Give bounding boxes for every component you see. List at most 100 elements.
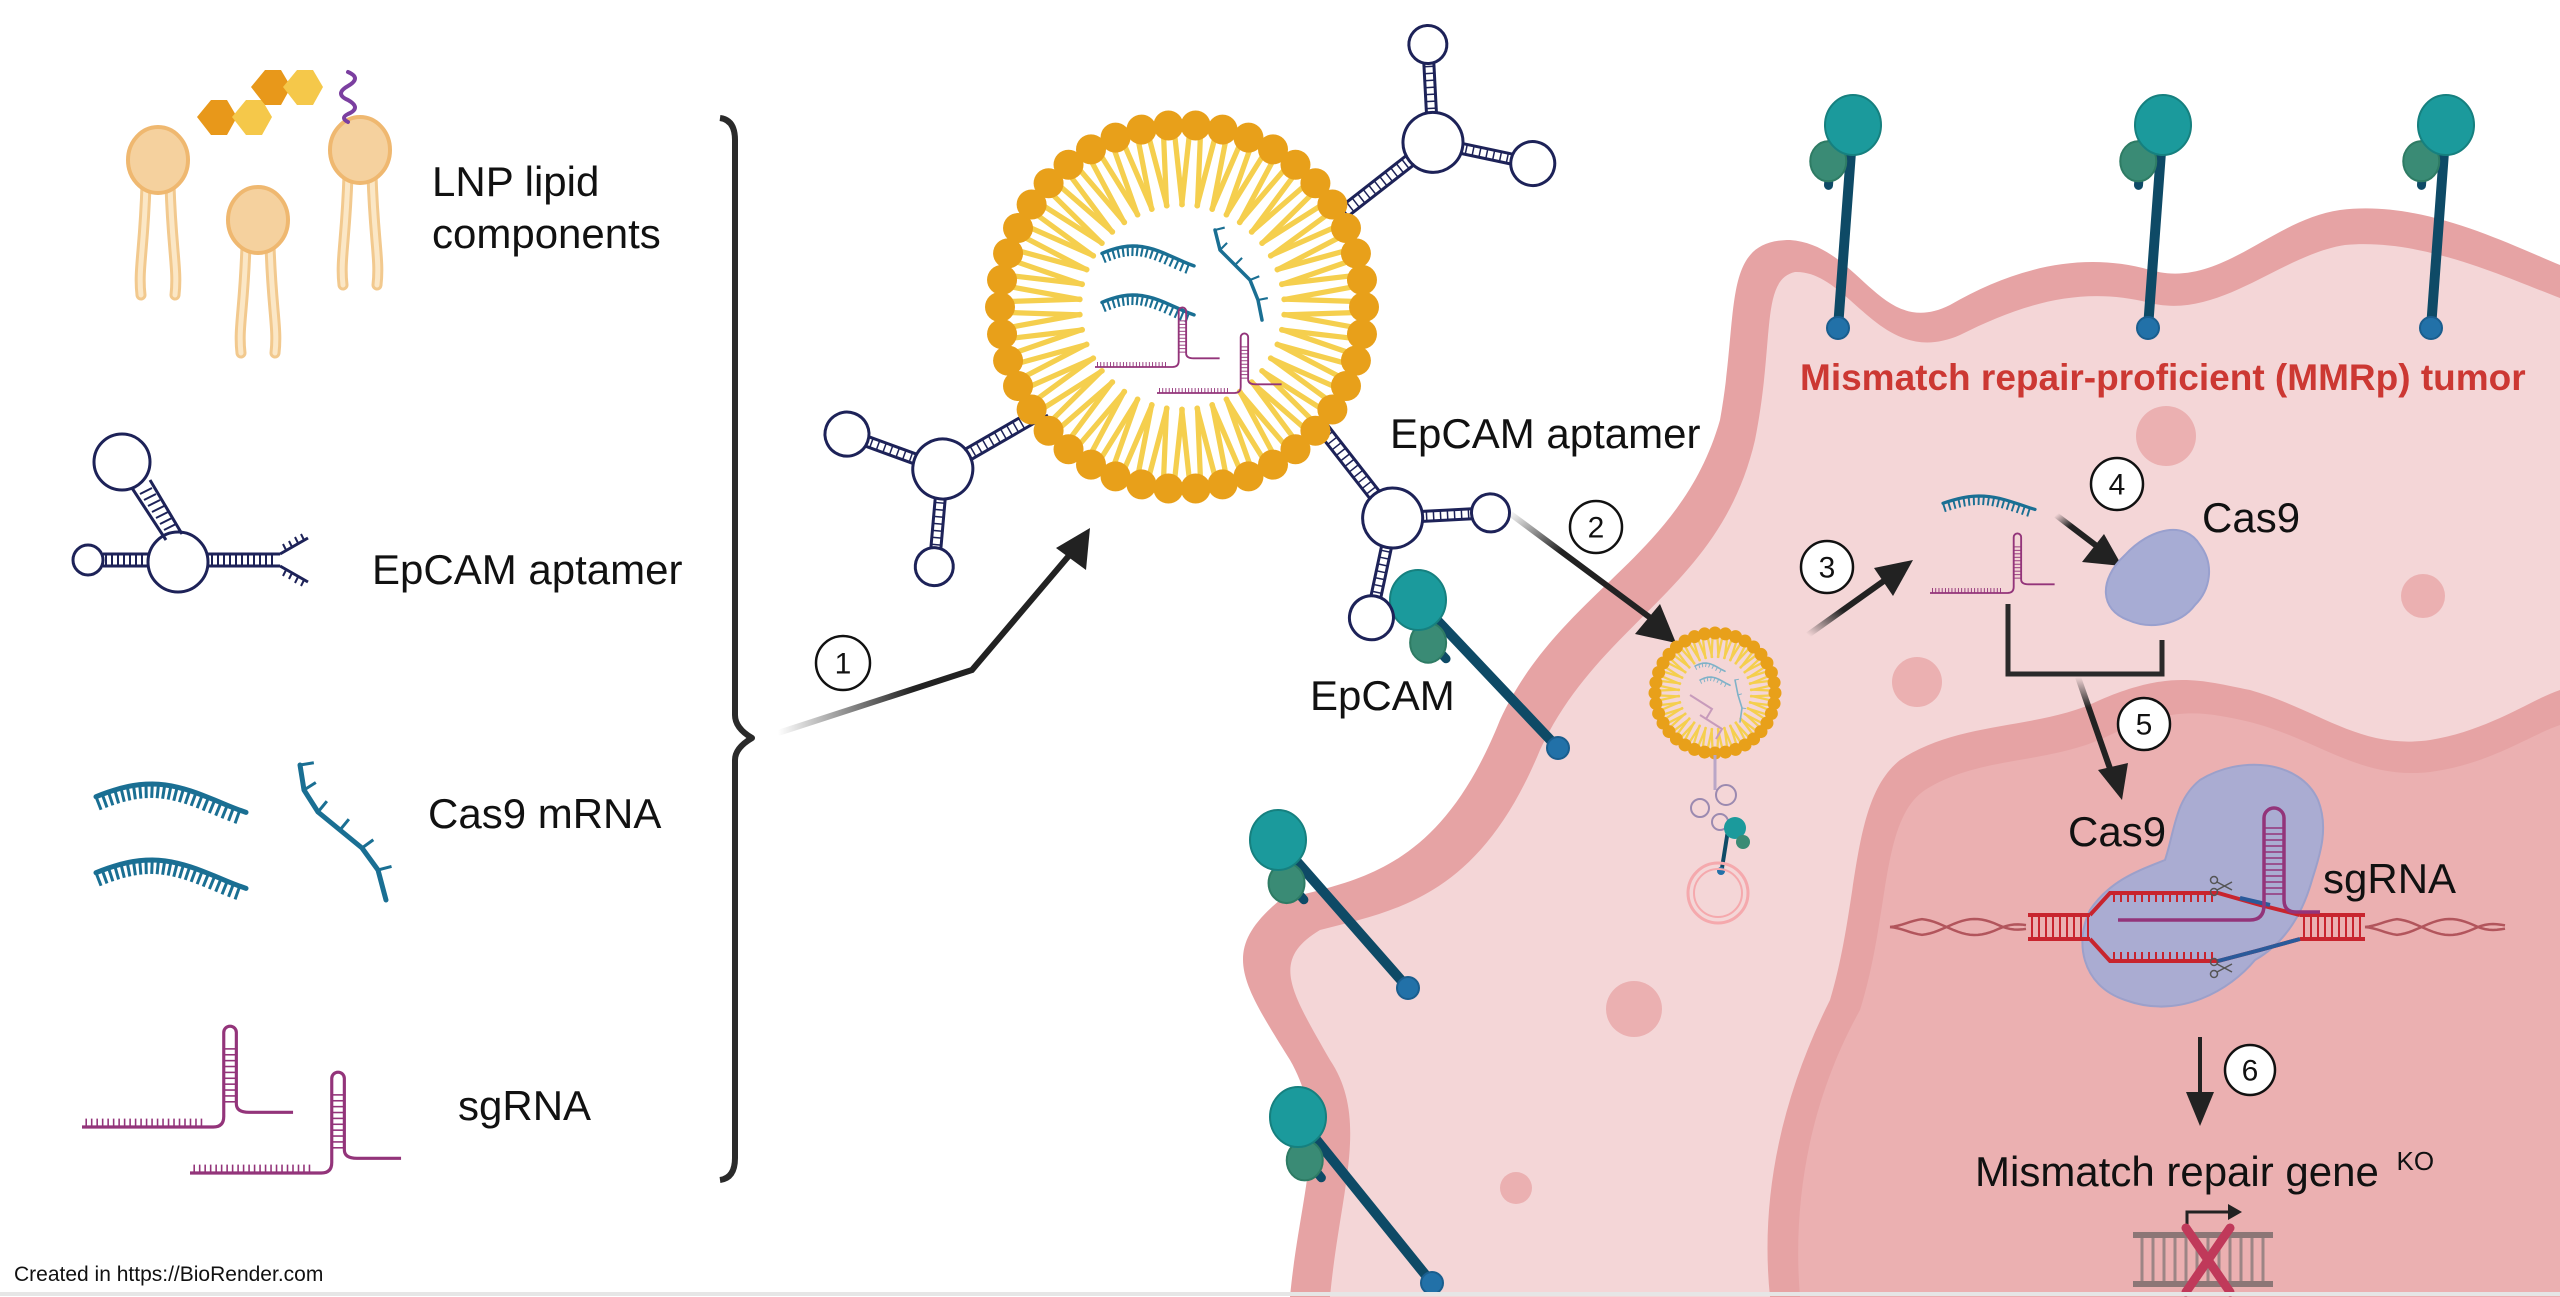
step-number: 5 xyxy=(2136,709,2153,742)
lipid-head xyxy=(1053,149,1084,180)
outcome-label-text: Mismatch repair gene xyxy=(1975,1148,2379,1195)
lipid-nanoparticle xyxy=(823,23,1557,642)
released-sgrna xyxy=(1930,532,2055,594)
lipid-head xyxy=(1280,149,1311,180)
lipid-head xyxy=(1346,319,1377,350)
lipid-head xyxy=(1100,461,1131,492)
lipid-head xyxy=(1233,461,1264,492)
lipid-head xyxy=(1698,745,1712,759)
lipid-head xyxy=(1729,742,1743,756)
lipid-head xyxy=(1340,345,1371,376)
lipid-head xyxy=(1708,746,1722,760)
lipid-head xyxy=(1016,394,1047,425)
lipid-molecule xyxy=(126,125,190,301)
cas9-sgrna-dna-complex: Cas9 sgRNA xyxy=(1889,763,2506,1008)
lipid-head xyxy=(1317,189,1348,220)
sgrna-glyph xyxy=(1930,532,2055,594)
legend-sgrna-label: sgRNA xyxy=(458,1082,591,1129)
lipid-head xyxy=(1698,627,1712,641)
epcam-receptor xyxy=(1249,809,1420,1000)
legend-aptamer-label: EpCAM aptamer xyxy=(372,546,682,593)
legend: LNP lipid components EpCAM aptamer Cas9 … xyxy=(71,70,755,1183)
step2-arrow xyxy=(1506,509,1662,628)
lipid-head xyxy=(1767,676,1781,690)
lipid-head xyxy=(1003,370,1034,401)
lipid-head xyxy=(1180,110,1211,141)
lipid-head xyxy=(987,264,1018,295)
aptamer-glyph xyxy=(1335,23,1557,221)
cas9-mrna-icon xyxy=(93,761,392,903)
endocytosed-lnp xyxy=(1648,626,1782,925)
lipid-head xyxy=(1033,415,1064,446)
vesicle xyxy=(1892,657,1942,707)
step-marker-1: 1 xyxy=(814,634,872,692)
step-marker-5: 5 xyxy=(2116,696,2172,752)
lipid-head xyxy=(1300,168,1331,199)
legend-mrna-label: Cas9 mRNA xyxy=(428,790,661,837)
step-number: 1 xyxy=(835,648,852,681)
epcam-aptamer-label: EpCAM aptamer xyxy=(1390,410,1700,457)
lipid-head xyxy=(1076,134,1106,165)
lipid-head xyxy=(1258,449,1288,480)
step-number: 6 xyxy=(2242,1055,2259,1088)
lipid-molecule xyxy=(226,185,290,359)
legend-lipid-label-line1: LNP lipid xyxy=(432,158,599,205)
cas9-protein xyxy=(2104,529,2211,626)
lipid-head xyxy=(1768,686,1782,700)
aptamer-glyph xyxy=(1314,420,1512,642)
step4-arrow xyxy=(2054,512,2100,550)
step-markers: 1 2 3 4 5 6 xyxy=(814,456,2277,1097)
legend-lipid-label-line2: components xyxy=(432,210,661,257)
outcome-superscript: KO xyxy=(2397,1146,2435,1176)
scissors-icon xyxy=(2209,957,2233,979)
endosome xyxy=(1686,861,1750,925)
lipid-head xyxy=(1153,110,1184,141)
cas9-nucleus-label: Cas9 xyxy=(2068,808,2166,855)
epcam-receptor xyxy=(1809,94,1882,340)
sgrna-icon xyxy=(82,1024,402,1175)
biorender-credit: Created in https://BioRender.com xyxy=(14,1263,323,1286)
lipid-head xyxy=(1346,264,1377,295)
lipid-head xyxy=(987,319,1018,350)
step-number: 3 xyxy=(1819,552,1836,585)
vesicle xyxy=(1606,981,1662,1037)
vesicle xyxy=(2136,406,2196,466)
epcam-receptor xyxy=(2119,94,2192,340)
lipid-head xyxy=(1207,469,1238,500)
vesicle xyxy=(1500,1172,1532,1204)
lipid-head xyxy=(1053,434,1084,465)
lipid-head xyxy=(1016,189,1047,220)
step-number: 2 xyxy=(1588,512,1605,545)
lipid-head xyxy=(1280,434,1311,465)
lipid-head xyxy=(1233,122,1264,153)
scissors-icon xyxy=(2209,875,2233,897)
step6-arrowhead xyxy=(2186,1092,2214,1126)
lipid-head xyxy=(1340,238,1371,269)
lipid-head xyxy=(1330,370,1361,401)
lipid-head xyxy=(1003,213,1034,244)
lipid-head xyxy=(1100,122,1131,153)
step1-arrow xyxy=(777,543,1081,736)
sgrna-nucleus-label: sgRNA xyxy=(2323,855,2456,902)
lipid-components-icon xyxy=(126,70,392,359)
lipid-head xyxy=(1718,745,1732,759)
step-number: 4 xyxy=(2109,469,2126,502)
step-marker-3: 3 xyxy=(1799,539,1855,595)
step-marker-6: 6 xyxy=(2223,1043,2277,1097)
step3-arrow xyxy=(1806,570,1897,638)
lipid-head xyxy=(1687,630,1701,644)
epcam-aptamer-icon xyxy=(71,432,309,594)
lipid-head xyxy=(1718,627,1732,641)
sgrna-glyph xyxy=(82,1024,294,1129)
lipid-head xyxy=(1207,114,1238,145)
lipid-head xyxy=(1649,696,1663,710)
tumor-label: Mismatch repair-proficient (MMRp) tumor xyxy=(1800,357,2526,398)
lipid-head xyxy=(1330,213,1361,244)
released-mrna xyxy=(1941,494,2037,517)
epcam-receptors xyxy=(1249,94,2475,1295)
cas9-cytoplasm-label: Cas9 xyxy=(2202,494,2300,541)
lipid-head xyxy=(1317,394,1348,425)
step2-arrowhead xyxy=(1635,604,1676,643)
lipid-head xyxy=(1126,469,1157,500)
lipid-head xyxy=(1648,686,1662,700)
